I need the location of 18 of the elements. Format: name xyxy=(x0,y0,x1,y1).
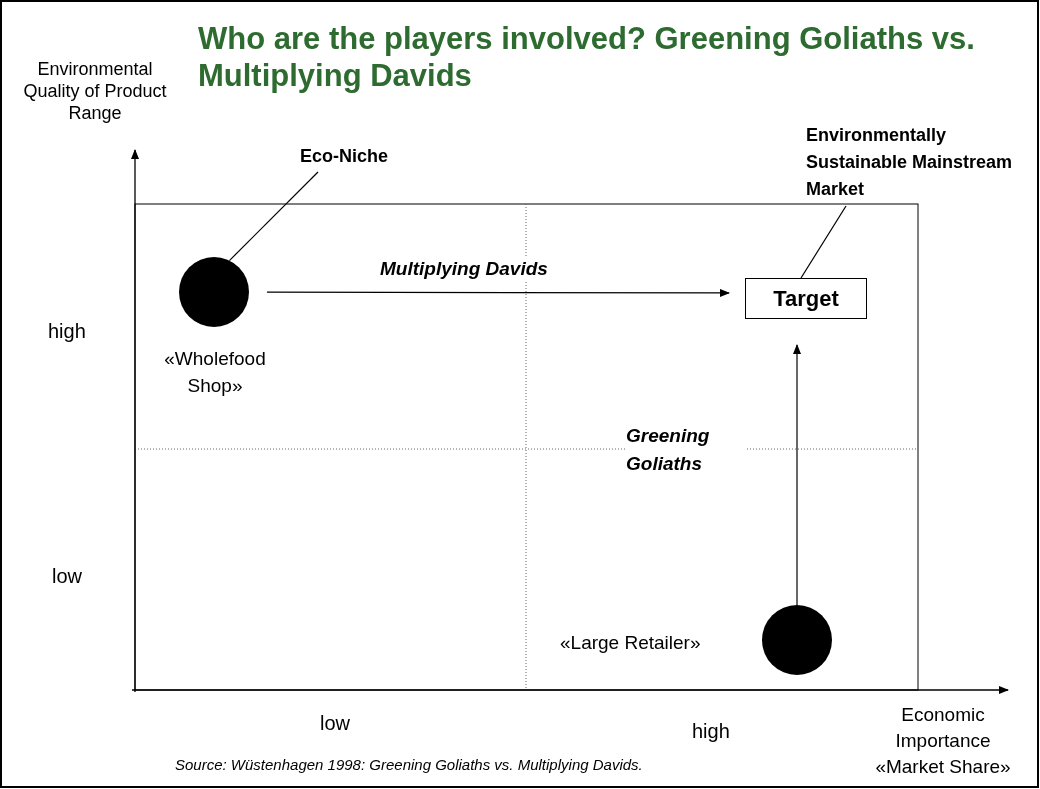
player-label: «Wholefood Shop» xyxy=(163,347,267,398)
target-box: Target xyxy=(745,278,867,319)
axis-level-label: low xyxy=(320,712,350,735)
callout-label: Environmentally Sustainable Mainstream Market xyxy=(806,122,1036,206)
callout-label: Eco-Niche xyxy=(300,146,410,172)
axis-title: Economic Importance «Market Share» xyxy=(874,703,1012,779)
axis-level-label: high xyxy=(692,720,730,743)
player-label: «Large Retailer» xyxy=(560,632,701,654)
source-note: Source: Wüstenhagen 1998: Greening Goliaths vs. Multiplying Davids. xyxy=(175,756,643,773)
edge-label: Multiplying Davids xyxy=(380,258,548,280)
slide-title: Who are the players involved? Greening Goliaths vs. Multiplying Davids xyxy=(198,20,976,94)
arrow xyxy=(266,288,730,297)
leader-line xyxy=(800,205,847,279)
axis-title: Environmental Quality of Product Range xyxy=(22,58,168,124)
arrow xyxy=(793,344,801,606)
axis-level-label: high xyxy=(48,320,86,343)
leader-line xyxy=(228,171,319,262)
axis-level-label: low xyxy=(52,565,82,588)
